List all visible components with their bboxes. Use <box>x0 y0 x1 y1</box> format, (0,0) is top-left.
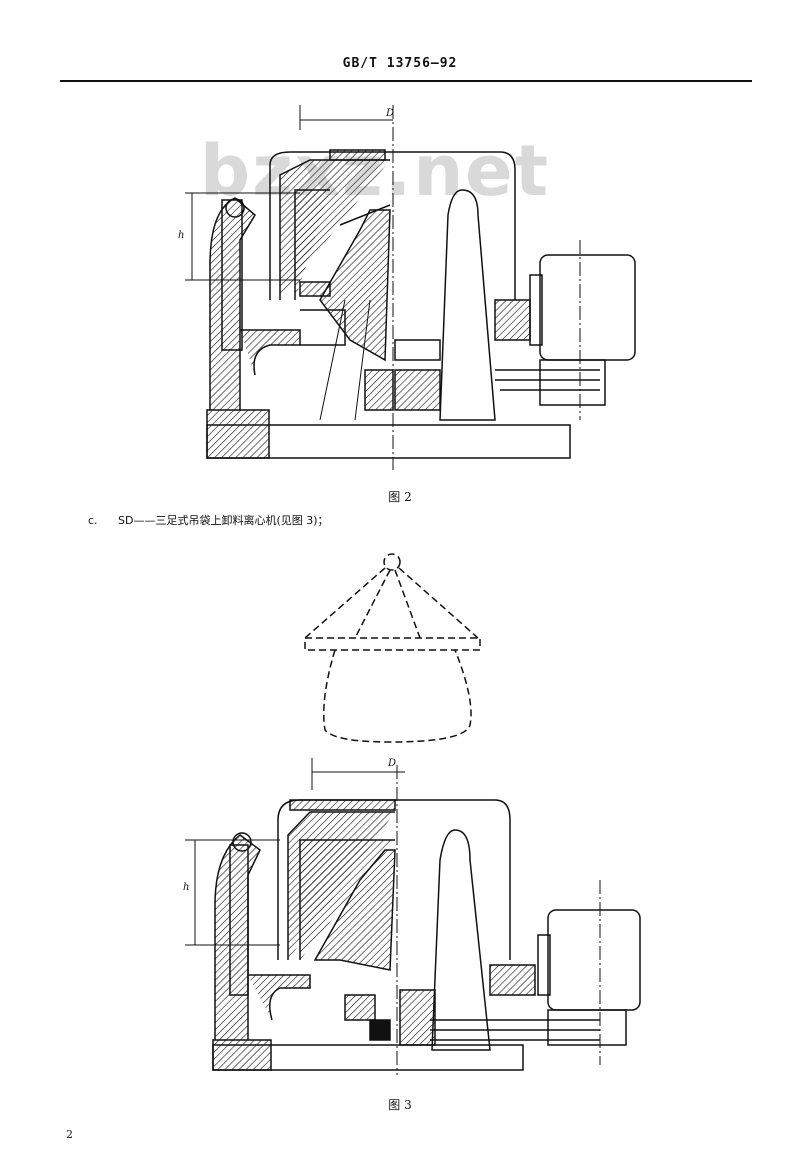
figure-2-dim-h: h <box>178 230 185 241</box>
list-item-text: SD——三足式吊袋上卸料离心机(见图 3)； <box>118 514 329 527</box>
figure-3-caption: 图 3 <box>388 1098 412 1112</box>
figure-3-dim-d: D <box>388 758 397 769</box>
list-item-c: c. SD——三足式吊袋上卸料离心机(见图 3)； <box>88 512 329 528</box>
list-item-label: c. <box>88 514 98 527</box>
figure-2-caption: 图 2 <box>388 490 412 504</box>
figure-2-drawing <box>185 105 636 470</box>
header-rule <box>60 80 752 82</box>
figure-2-dim-d: D <box>386 108 395 119</box>
page-number: 2 <box>66 1128 73 1141</box>
figure-3-drawing <box>185 553 641 1075</box>
figure-3-dim-h: h <box>183 882 190 893</box>
standard-number-header: GB/T 13756—92 <box>342 56 458 71</box>
